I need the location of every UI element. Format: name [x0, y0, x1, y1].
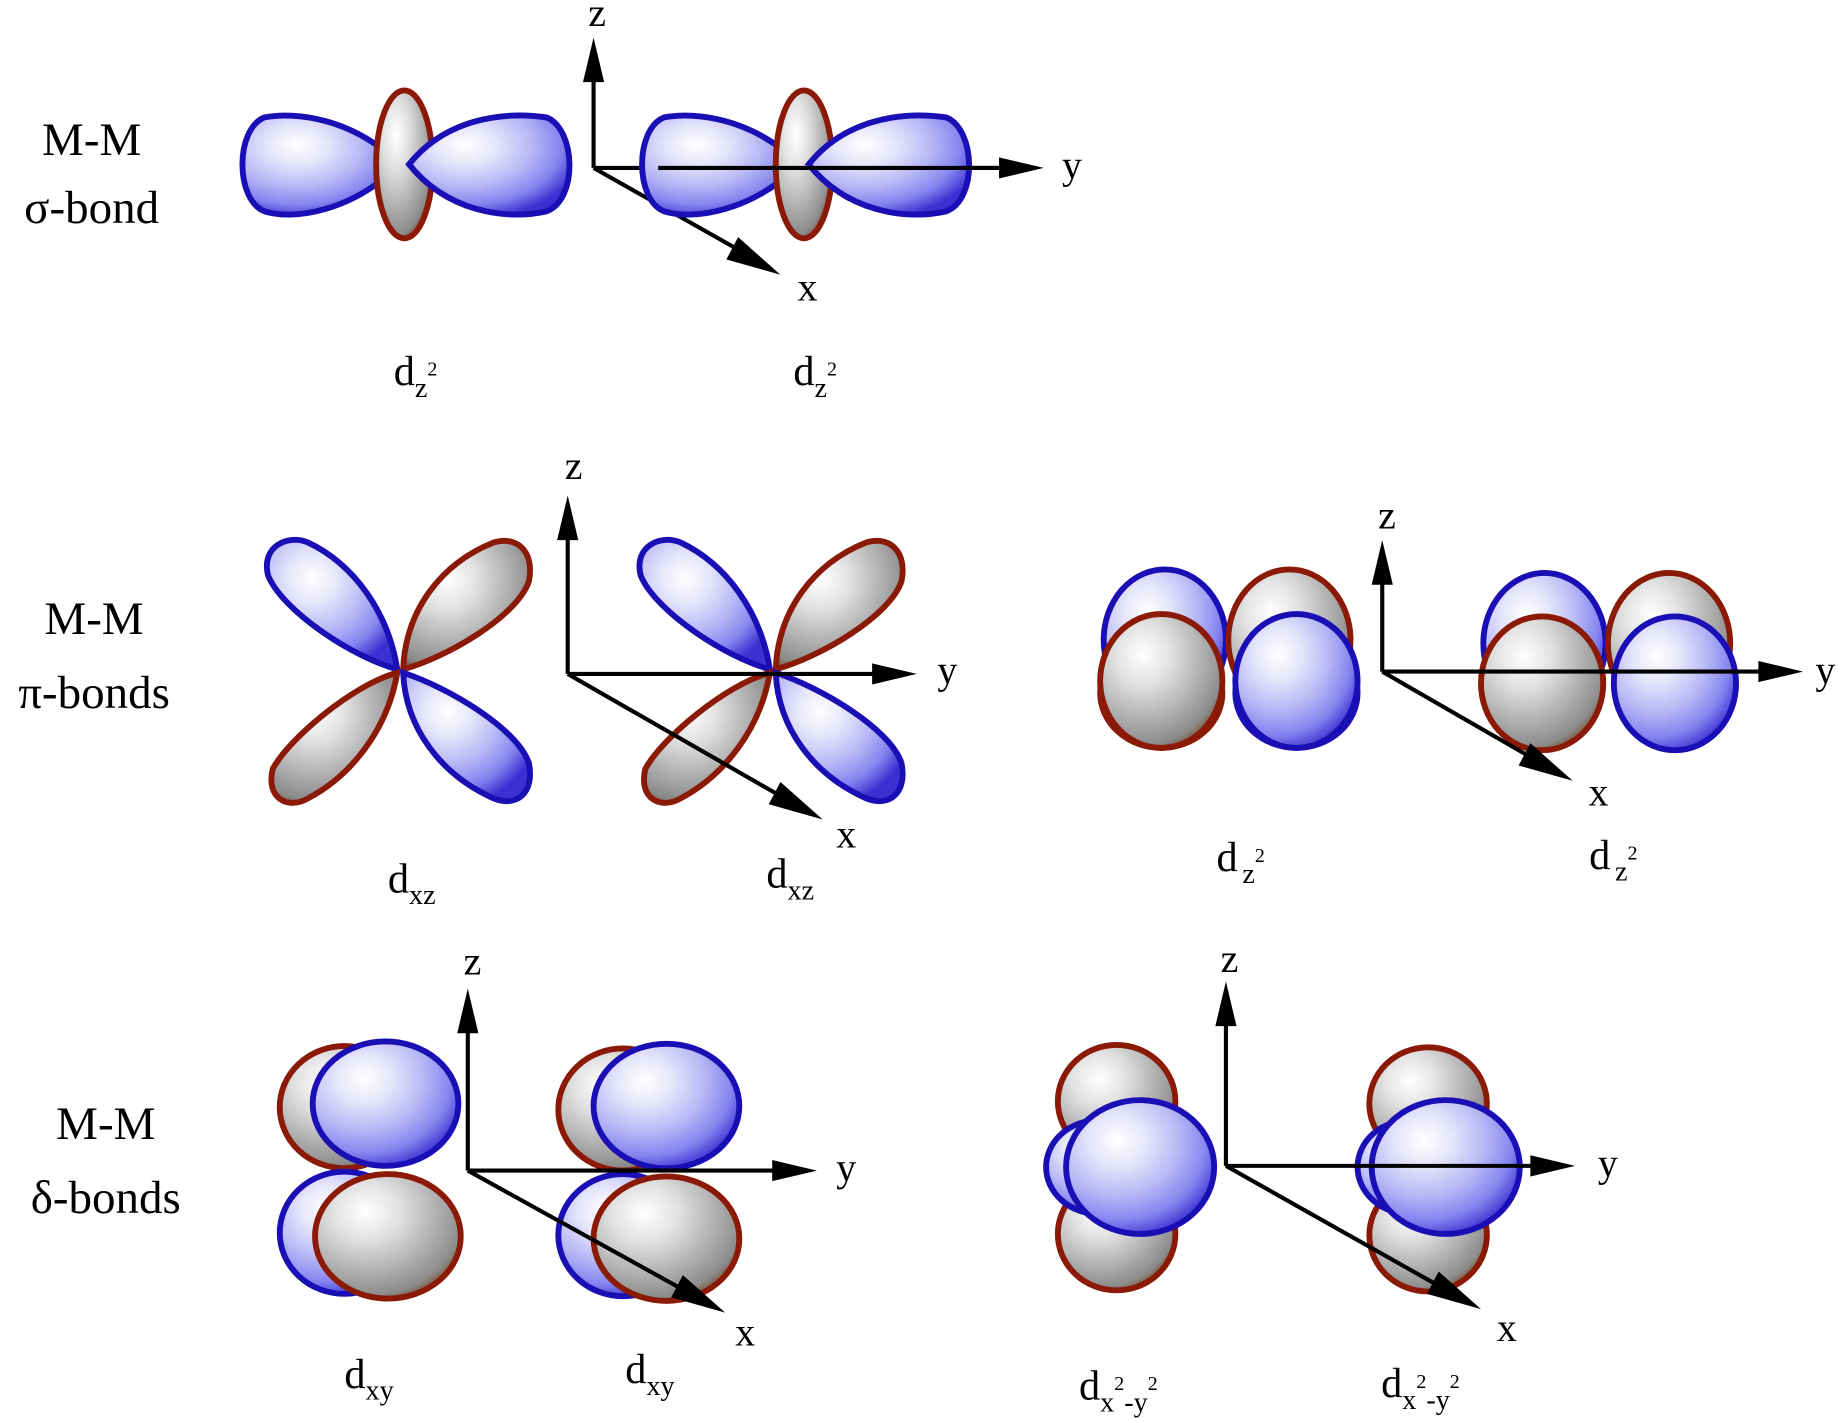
sigma-bond-row: M-M σ-bond z y x dz2 dz2	[24, 0, 1082, 404]
dxz-orbital-right-icon	[636, 536, 906, 806]
axis-label-z: z	[1378, 492, 1396, 537]
dxy-orbital-right-icon	[555, 1040, 743, 1304]
axes-icon: y x	[1381, 647, 1835, 814]
row-title-line1: M-M	[42, 114, 141, 166]
delta-bonds-row: M-M δ-bonds z y x dxy	[31, 936, 1618, 1418]
dz2-orbital-left-icon	[239, 87, 573, 242]
axis-label-x: x	[735, 1310, 755, 1355]
axis-label-x: x	[1589, 769, 1609, 814]
dxz-orbital-left-icon	[263, 536, 533, 806]
axes-icon: z	[557, 443, 582, 674]
axis-label-y: y	[1598, 1140, 1618, 1185]
orbital-label: dxy	[625, 1346, 674, 1402]
axis-label-z: z	[1221, 936, 1239, 981]
axes-icon: y x	[566, 647, 957, 857]
axes-icon: z	[1371, 492, 1396, 672]
row-title-line1: M-M	[56, 1098, 155, 1150]
axis-label-y: y	[1815, 647, 1835, 692]
axis-label-x: x	[1497, 1305, 1517, 1350]
orbital-label: dxz	[388, 855, 436, 911]
axis-label-y: y	[937, 647, 957, 692]
dxy-orbital-left-icon	[276, 1038, 464, 1302]
orbital-label: dz2	[394, 348, 438, 404]
orbital-label: dx2-y2	[1079, 1363, 1158, 1419]
axis-label-z: z	[588, 0, 606, 35]
orbital-label: dx2-y2	[1381, 1360, 1460, 1416]
axes-icon: z	[1215, 936, 1238, 1166]
axis-label-x: x	[797, 265, 817, 310]
axes-icon: y x	[1224, 1140, 1618, 1350]
row-title-line2: π-bonds	[18, 667, 170, 719]
dx2-y2-orbital-left-icon	[1043, 1042, 1218, 1294]
orbital-label: dxy	[344, 1351, 393, 1407]
axis-label-y: y	[836, 1145, 856, 1190]
axis-label-z: z	[464, 939, 482, 984]
row-title-line1: M-M	[44, 593, 143, 645]
orbital-label: dz2	[793, 348, 837, 404]
axis-label-y: y	[1062, 142, 1082, 187]
axis-label-z: z	[565, 443, 583, 488]
axes-icon: y x	[466, 1145, 856, 1355]
axes-icon: z	[457, 939, 481, 1171]
dz2-orbital-right-icon	[639, 87, 1000, 242]
pi-dz2-orbital-left-icon	[1097, 566, 1361, 751]
pi-bonds-row: M-M π-bonds z y x	[18, 443, 1835, 911]
orbital-label: dxz	[766, 851, 814, 907]
row-title-line2: δ-bonds	[31, 1172, 181, 1224]
pi-dz2-orbital-right-icon	[1478, 570, 1739, 754]
axis-label-x: x	[836, 812, 856, 857]
row-title-line2: σ-bond	[24, 182, 159, 234]
